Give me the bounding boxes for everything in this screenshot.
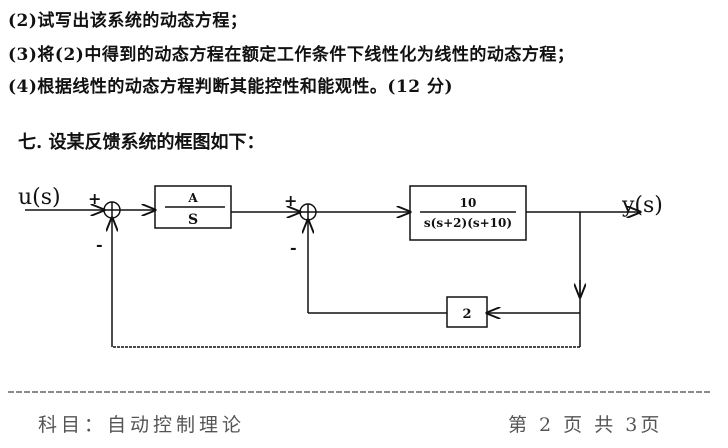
block1-denominator: S: [188, 212, 198, 228]
item-4: (4)根据线性的动态方程判断其能控性和能观性。(12 分): [8, 77, 454, 97]
footer-subject: 科目：自动控制理论: [38, 414, 246, 436]
question-7: 七. 设某反馈系统的框图如下：: [18, 132, 265, 153]
footer-page-number: 第 2 页 共 3页: [508, 414, 663, 436]
block-plant: [409, 185, 527, 241]
block-integrator: [154, 185, 232, 229]
sum1-minus-sign: -: [96, 235, 103, 254]
output-label: y(s): [621, 193, 663, 218]
input-label: u(s): [18, 185, 61, 210]
item-3: (3)将(2)中得到的动态方程在额定工作条件下线性化为线性的动态方程；: [8, 45, 575, 65]
item-2: (2)试写出该系统的动态方程；: [8, 11, 248, 31]
block-feedback-gain: [446, 296, 488, 328]
sum1-plus-sign: +: [88, 189, 101, 208]
block2-numerator: 10: [460, 196, 477, 210]
block2-denominator: s(s+2)(s+10): [424, 216, 512, 230]
sum2-plus-sign: +: [284, 191, 297, 210]
feedback-gain-value: 2: [462, 307, 471, 322]
sum2-minus-sign: -: [290, 238, 297, 257]
block1-numerator: A: [187, 191, 198, 205]
